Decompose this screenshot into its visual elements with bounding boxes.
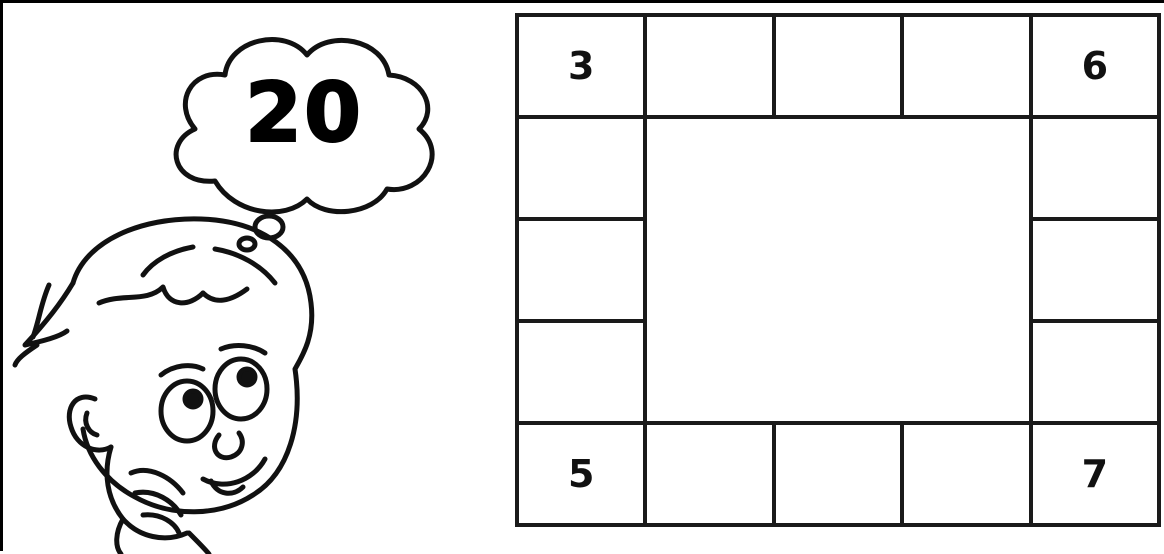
- grid-cell-right-4[interactable]: [1033, 323, 1157, 421]
- grid-cell-bottom-3[interactable]: [776, 425, 900, 523]
- grid-cell-left-3[interactable]: [519, 221, 643, 319]
- grid-cell-top-right[interactable]: 6: [1033, 17, 1157, 115]
- grid-center-area: [647, 119, 1028, 421]
- grid-cell-bottom-right[interactable]: 7: [1033, 425, 1157, 523]
- grid-cell-right-2[interactable]: [1033, 119, 1157, 217]
- grid-cell-right-3[interactable]: [1033, 221, 1157, 319]
- grid-cell-top-4[interactable]: [904, 17, 1028, 115]
- grid-cell-bottom-2[interactable]: [647, 425, 771, 523]
- target-sum-number: 20: [239, 73, 369, 155]
- number-frame-grid: 3 6 5 7: [515, 13, 1161, 527]
- grid-cell-bottom-left[interactable]: 5: [519, 425, 643, 523]
- grid-cell-top-3[interactable]: [776, 17, 900, 115]
- grid-cell-bottom-4[interactable]: [904, 425, 1028, 523]
- grid-cell-top-left[interactable]: 3: [519, 17, 643, 115]
- grid-cell-top-2[interactable]: [647, 17, 771, 115]
- grid-cell-left-2[interactable]: [519, 119, 643, 217]
- grid-cell-left-4[interactable]: [519, 323, 643, 421]
